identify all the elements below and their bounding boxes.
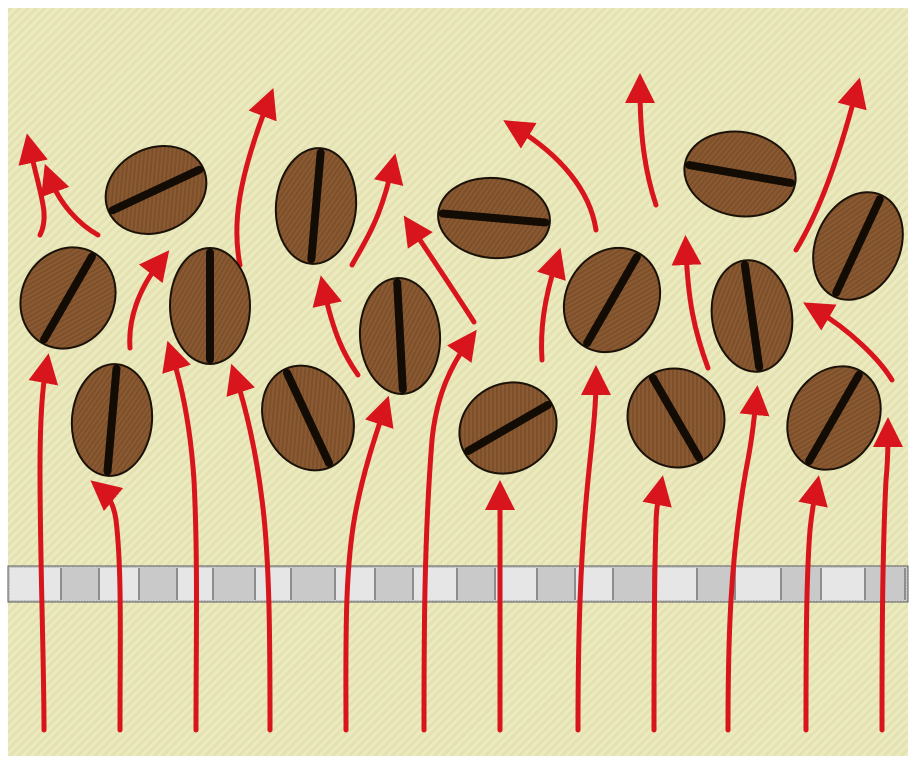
mesh-segment [256, 568, 290, 600]
perforated-plate [8, 566, 908, 602]
mesh-segment [538, 568, 574, 600]
mesh-segment [336, 568, 374, 600]
bean-crease [397, 283, 403, 390]
mesh-segment [782, 568, 820, 600]
mesh-segment [736, 568, 780, 600]
mesh-segment [140, 568, 176, 600]
mesh-segment [654, 568, 696, 600]
mesh-segment [62, 568, 98, 600]
coffee-bean [170, 248, 250, 364]
mesh-segment [376, 568, 412, 600]
mesh-segment [292, 568, 334, 600]
mesh-segment [698, 568, 734, 600]
mesh-segment [458, 568, 494, 600]
mesh-segment [214, 568, 254, 600]
mesh-segment [414, 568, 456, 600]
mesh-segment [10, 568, 60, 600]
mesh-segment [822, 568, 864, 600]
mesh-segment [614, 568, 652, 600]
